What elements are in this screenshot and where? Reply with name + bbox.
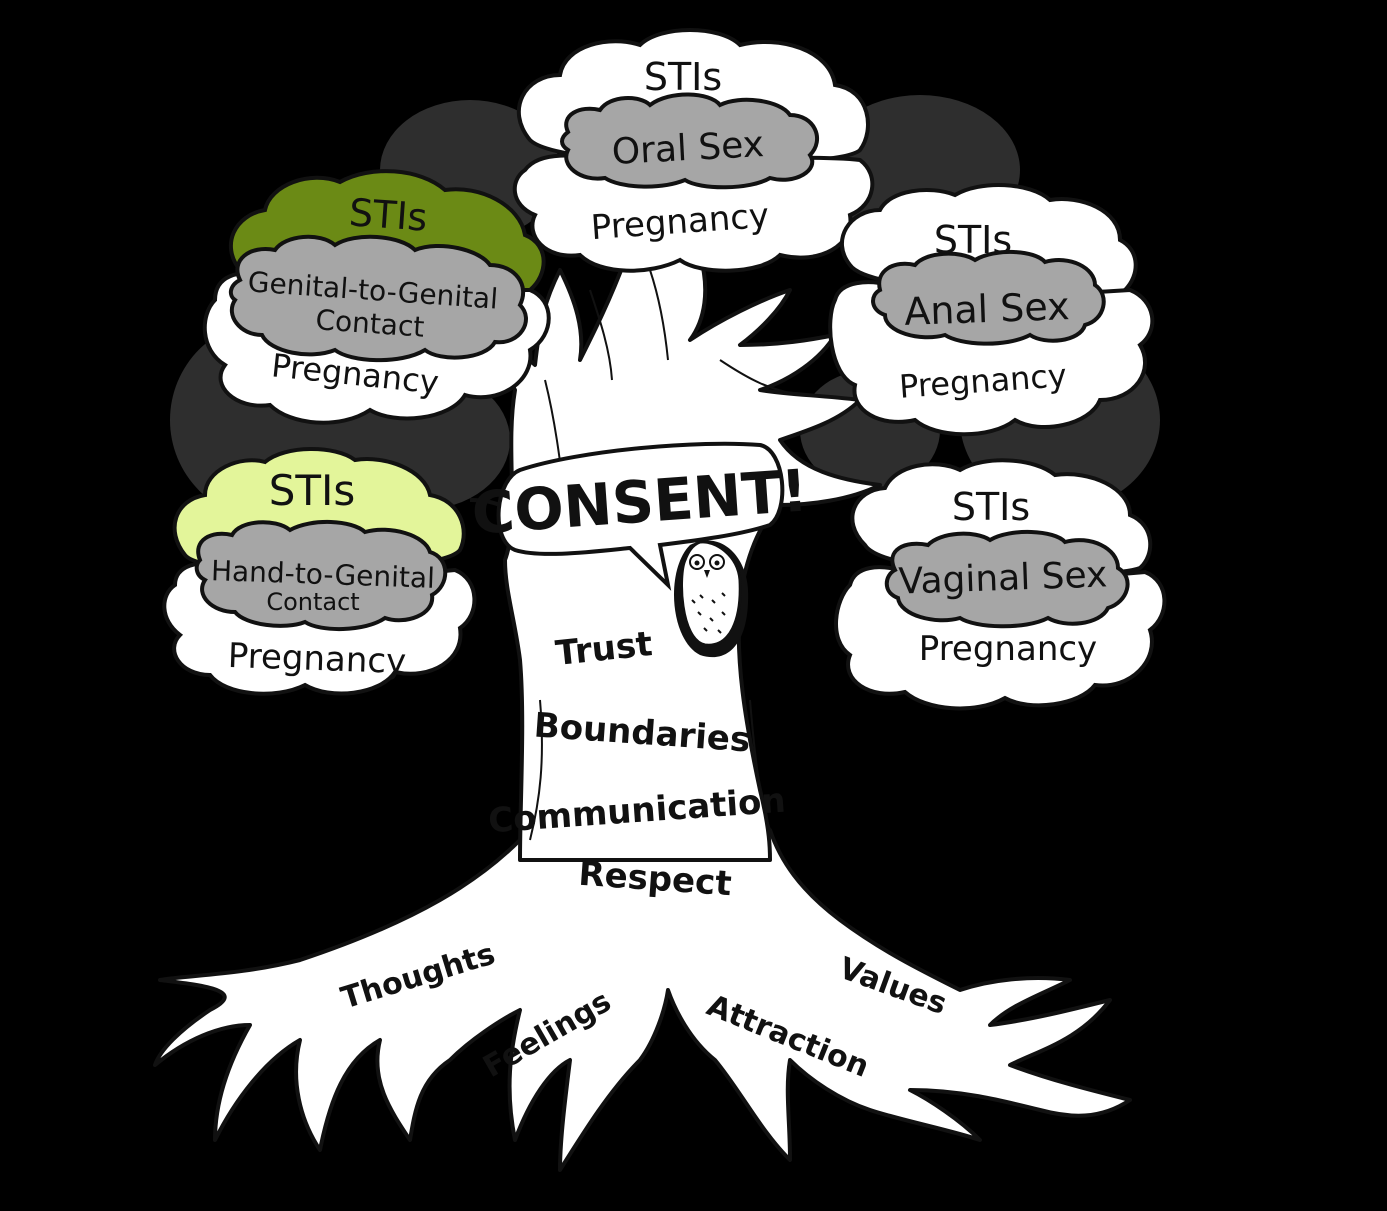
- cloud-vaginal-top-label: STIs: [952, 485, 1030, 529]
- cloud-oral-sex-top-label: STIs: [644, 55, 722, 99]
- cloud-vaginal-bottom-label: Pregnancy: [919, 629, 1097, 669]
- cloud-vaginal-act-label: Vaginal Sex: [898, 554, 1108, 602]
- cloud-oral-sex: STIs Oral Sex Pregnancy: [515, 30, 873, 271]
- owl-icon: [674, 541, 748, 658]
- cloud-hand-top-label: STIs: [269, 466, 356, 515]
- cloud-anal-act-label: Anal Sex: [904, 284, 1071, 334]
- cloud-vaginal-sex: STIs Vaginal Sex Pregnancy: [836, 460, 1164, 708]
- cloud-anal-top-label: STIs: [934, 218, 1012, 262]
- cloud-hand-act-line2: Contact: [266, 588, 359, 616]
- cloud-genital-top-label: STIs: [348, 190, 429, 239]
- cloud-hand-bottom-label: Pregnancy: [227, 636, 407, 682]
- cloud-hand-to-genital: STIs Hand-to-Genital Contact Pregnancy: [164, 449, 474, 694]
- cloud-anal-sex: STIs Anal Sex Pregnancy: [830, 185, 1152, 434]
- cloud-oral-sex-act-label: Oral Sex: [611, 124, 765, 173]
